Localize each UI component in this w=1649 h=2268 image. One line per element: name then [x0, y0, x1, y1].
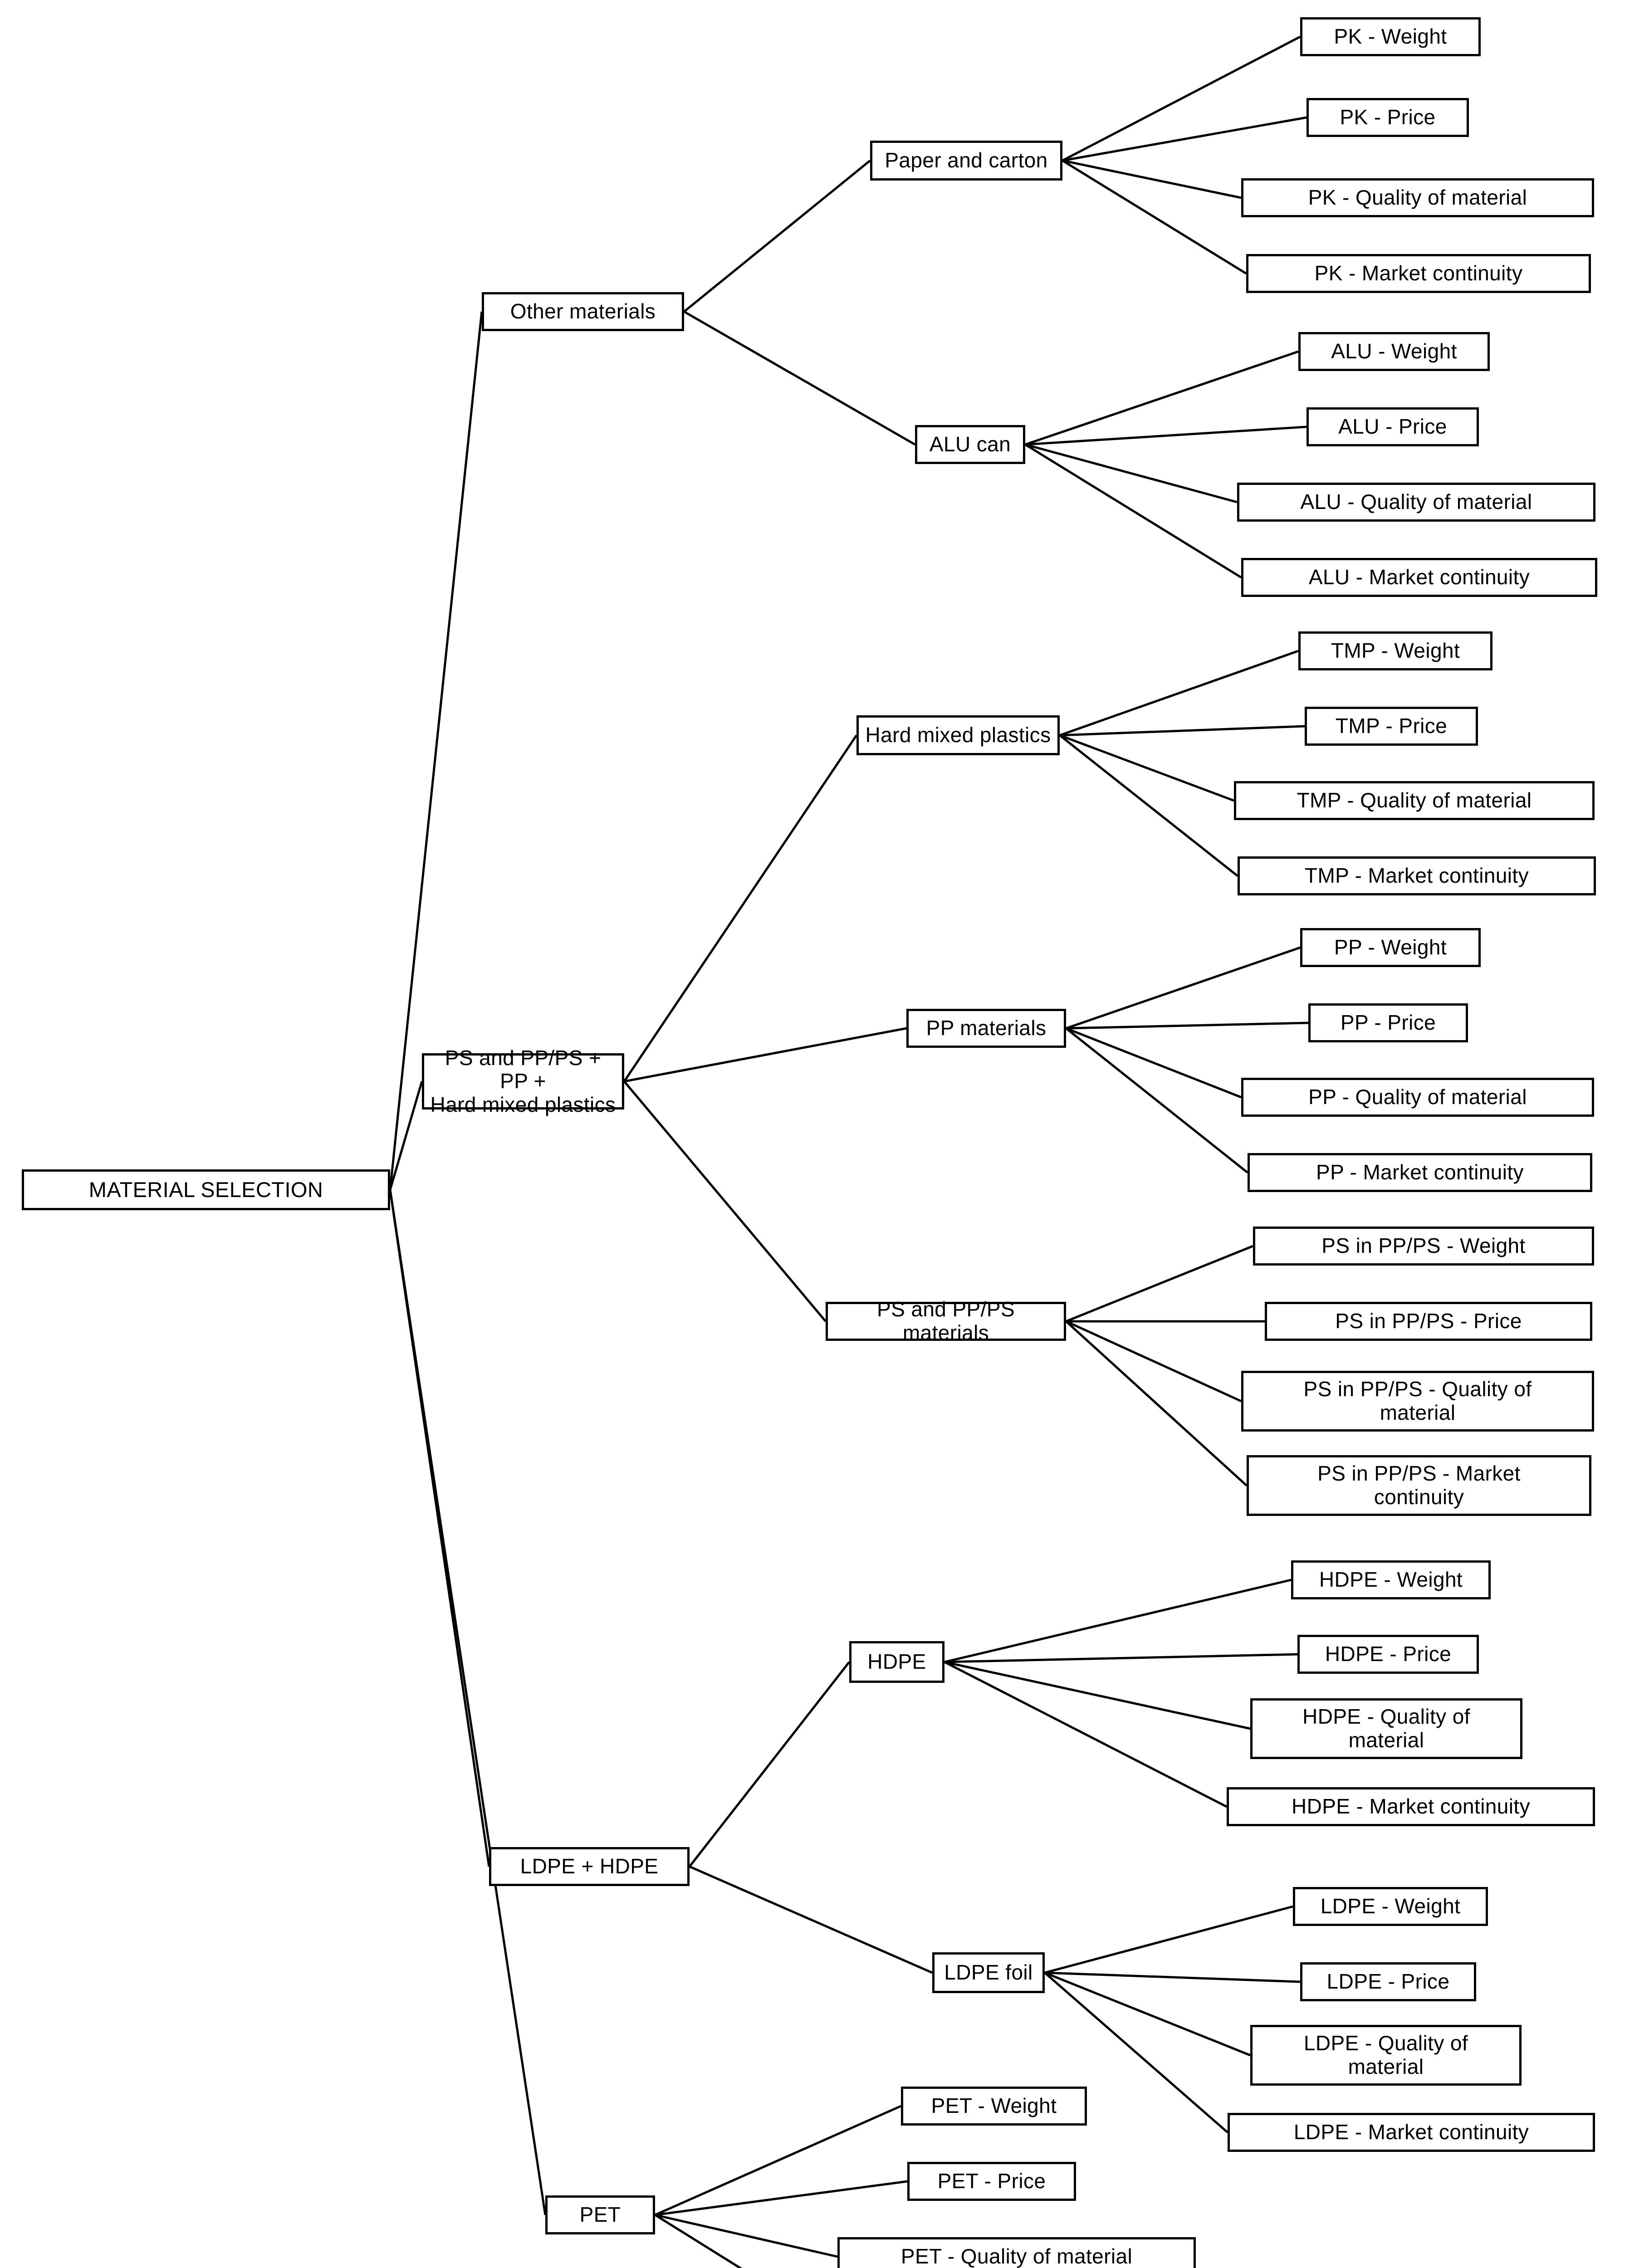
tree-node-alu-market[interactable]: ALU - Market continuity [1241, 558, 1597, 597]
tree-edge [689, 1661, 850, 1867]
tree-node-ldpe-quality[interactable]: LDPE - Quality of material [1250, 2025, 1522, 2086]
tree-edge [389, 1189, 490, 1867]
tree-edge [655, 2180, 908, 2216]
tree-edge [944, 1653, 1298, 1663]
tree-edge [1025, 350, 1299, 446]
tree-node-pk-market[interactable]: PK - Market continuity [1246, 254, 1591, 293]
tree-node-ldpe-foil[interactable]: LDPE foil [932, 1952, 1045, 1993]
tree-node-ps-pp-hard[interactable]: PS and PP/PS + PP + Hard mixed plastics [422, 1046, 624, 1116]
tree-node-ldpe-weight[interactable]: LDPE - Weight [1293, 1887, 1488, 1926]
tree-node-pet-weight[interactable]: PET - Weight [901, 2087, 1087, 2126]
tree-edge [1059, 734, 1234, 802]
tree-node-pet[interactable]: PET [545, 2195, 655, 2234]
tree-edge [1059, 734, 1238, 877]
tree-edge [683, 160, 871, 313]
tree-node-ps-pps-materials[interactable]: PS and PP/PS materials [826, 1298, 1066, 1344]
tree-edge [944, 1579, 1292, 1663]
tree-edge [1062, 159, 1247, 275]
tree-edge [1059, 725, 1305, 737]
tree-node-alu-can[interactable]: ALU can [915, 425, 1025, 464]
tree-edge [1025, 425, 1307, 446]
tree-node-other-materials[interactable]: Other materials [482, 292, 684, 331]
tree-edge [655, 2214, 838, 2258]
tree-node-ldpe-price[interactable]: LDPE - Price [1300, 1962, 1476, 2001]
tree-edge [689, 1865, 933, 1974]
tree-edge [944, 1661, 1251, 1730]
tree-node-ps-market[interactable]: PS in PP/PS - Market continuity [1247, 1455, 1591, 1516]
tree-node-ps-weight[interactable]: PS in PP/PS - Weight [1253, 1227, 1594, 1266]
tree-edge [944, 1661, 1228, 1808]
tree-node-pp-materials[interactable]: PP materials [906, 1009, 1066, 1048]
tree-node-ps-price[interactable]: PS in PP/PS - Price [1265, 1302, 1592, 1341]
tree-node-tmp-price[interactable]: TMP - Price [1305, 707, 1478, 746]
tree-edge [1044, 1905, 1293, 1974]
tree-node-tmp-market[interactable]: TMP - Market continuity [1238, 856, 1596, 895]
tree-edge [1062, 116, 1307, 162]
tree-node-tmp-quality[interactable]: TMP - Quality of material [1234, 781, 1595, 820]
tree-edge [1066, 1027, 1242, 1099]
tree-node-ldpe-market[interactable]: LDPE - Market continuity [1228, 2113, 1595, 2152]
tree-edge [389, 1081, 423, 1190]
tree-node-hdpe-quality[interactable]: HDPE - Quality of material [1250, 1698, 1522, 1759]
tree-edge [654, 2214, 743, 2268]
tree-edge [1044, 1971, 1301, 1983]
tree-node-hdpe-price[interactable]: HDPE - Price [1297, 1635, 1479, 1674]
tree-node-pp-price[interactable]: PP - Price [1308, 1003, 1468, 1042]
tree-edge [623, 734, 858, 1082]
tree-node-pp-weight[interactable]: PP - Weight [1300, 928, 1481, 967]
tree-node-paper-carton[interactable]: Paper and carton [870, 141, 1062, 181]
tree-node-pp-market[interactable]: PP - Market continuity [1248, 1153, 1592, 1192]
tree-edge [1065, 1320, 1242, 1403]
tree-edge [1066, 1022, 1309, 1030]
tree-edge [1044, 1971, 1251, 2057]
tree-edge [1066, 946, 1301, 1030]
tree-node-hdpe[interactable]: HDPE [849, 1641, 944, 1683]
tree-edge [389, 1189, 547, 2215]
tree-node-alu-quality[interactable]: ALU - Quality of material [1237, 483, 1595, 522]
tree-node-pk-weight[interactable]: PK - Weight [1300, 17, 1481, 56]
tree-node-pet-quality[interactable]: PET - Quality of material [837, 2237, 1196, 2268]
tree-edge [1065, 1027, 1248, 1173]
tree-edge [624, 1027, 907, 1083]
tree-edge [1062, 159, 1242, 199]
tree-node-pk-price[interactable]: PK - Price [1306, 98, 1469, 137]
tree-edge [683, 310, 916, 446]
tree-edge [654, 2105, 902, 2216]
tree-node-hdpe-market[interactable]: HDPE - Market continuity [1227, 1787, 1595, 1826]
tree-edge [1062, 35, 1301, 162]
tree-node-pp-quality[interactable]: PP - Quality of material [1241, 1078, 1594, 1117]
tree-edge [623, 1080, 827, 1322]
tree-node-alu-weight[interactable]: ALU - Weight [1298, 332, 1490, 371]
tree-edge [1066, 1245, 1253, 1323]
tree-node-alu-price[interactable]: ALU - Price [1306, 407, 1479, 446]
tree-edge [1024, 443, 1242, 579]
tree-edge [1059, 650, 1299, 737]
tree-edge [1025, 443, 1238, 503]
tree-node-hard-mixed-plastics[interactable]: Hard mixed plastics [856, 715, 1060, 755]
tree-node-pet-price[interactable]: PET - Price [907, 2162, 1076, 2201]
tree-node-hdpe-weight[interactable]: HDPE - Weight [1291, 1560, 1491, 1599]
tree-node-root[interactable]: MATERIAL SELECTION [22, 1169, 390, 1210]
tree-node-pk-quality[interactable]: PK - Quality of material [1241, 178, 1594, 217]
tree-node-ldpe-hdpe[interactable]: LDPE + HDPE [489, 1847, 690, 1886]
tree-edge [1065, 1320, 1248, 1486]
tree-node-tmp-weight[interactable]: TMP - Weight [1298, 631, 1492, 670]
tree-node-ps-quality[interactable]: PS in PP/PS - Quality of material [1241, 1371, 1594, 1432]
